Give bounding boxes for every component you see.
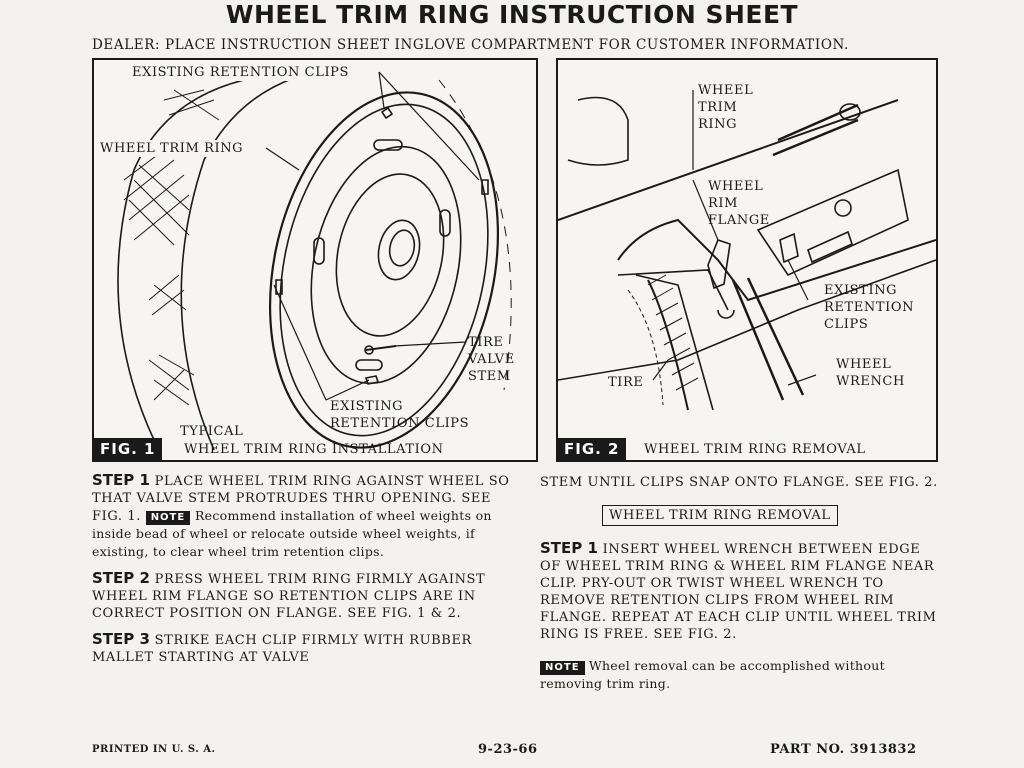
label-tire-valve-stem: TIRE VALVE STEM [468,335,515,384]
trim-ring-removal-illustration [558,90,936,411]
fig1-caption-line2: WHEEL TRIM RING INSTALLATION [184,442,444,457]
step-3-label: STEP 3 [92,630,150,648]
label-wheel-rim-flange: WHEEL RIM FLANGE [708,179,770,228]
fig1-tag: FIG. 1 [94,438,162,460]
install-step-3-continued: STEM UNTIL CLIPS SNAP ONTO FLANGE. SEE F… [540,475,938,490]
removal-heading-wrap: WHEEL TRIM RING REMOVAL [602,505,940,526]
label-wheel-wrench: WHEEL WRENCH [836,357,905,389]
sheet-title: WHEEL TRIM RING INSTRUCTION SHEET [225,0,799,29]
removal-note-text: Wheel removal can be accomplished withou… [540,658,885,691]
dealer-note: DEALER: PLACE INSTRUCTION SHEET INGLOVE … [92,37,849,53]
step-3-text: STRIKE EACH CLIP FIRMLY WITH RUBBER MALL… [92,633,472,665]
fig2-caption: WHEEL TRIM RING REMOVAL [644,442,866,457]
fig1-caption-line1: TYPICAL [180,424,244,439]
label-wheel-trim-ring-fig2: WHEEL TRIM RING [698,83,754,132]
removal-heading: WHEEL TRIM RING REMOVAL [602,505,838,526]
wheel-trim-ring-illustration [117,71,512,451]
label-existing-retention-clips-fig2: EXISTING RETENTION CLIPS [824,283,915,332]
label-wheel-trim-ring: WHEEL TRIM RING [100,140,244,157]
footer-printed: PRINTED IN U. S. A. [92,744,216,755]
step-1-label: STEP 1 [92,471,150,489]
step-2-text: PRESS WHEEL TRIM RING FIRMLY AGAINST WHE… [92,572,486,621]
step-2-label: STEP 2 [92,569,150,587]
install-step-2: STEP 2 PRESS WHEEL TRIM RING FIRMLY AGAI… [92,570,512,622]
removal-step-1-label: STEP 1 [540,539,598,557]
install-step-3: STEP 3 STRIKE EACH CLIP FIRMLY WITH RUBB… [92,631,512,666]
label-tire: TIRE [608,374,644,391]
figure-2: WHEEL TRIM RING WHEEL RIM FLANGE EXISTIN… [556,58,938,462]
footer-date: 9-23-66 [478,742,538,757]
installation-steps: STEP 1 PLACE WHEEL TRIM RING AGAINST WHE… [92,472,512,675]
footer-part-number: PART NO. 3913832 [770,742,917,757]
figure-1: EXISTING RETENTION CLIPS WHEEL TRIM RING… [92,58,538,462]
removal-note-badge: NOTE [540,661,585,675]
fig2-tag: FIG. 2 [558,438,626,460]
removal-steps: STEM UNTIL CLIPS SNAP ONTO FLANGE. SEE F… [540,474,940,701]
label-existing-retention-clips-top: EXISTING RETENTION CLIPS [132,64,350,81]
step-1-note: Recommend installation of wheel weights … [92,508,492,559]
install-step-1: STEP 1 PLACE WHEEL TRIM RING AGAINST WHE… [92,472,512,561]
step-1-text: PLACE WHEEL TRIM RING AGAINST WHEEL SO T… [92,474,510,524]
note-badge: NOTE [145,511,191,525]
removal-note: NOTE Wheel removal can be accomplished w… [540,657,940,692]
removal-step-1: STEP 1 INSERT WHEEL WRENCH BETWEEN EDGE … [540,540,940,643]
removal-step-1-text: INSERT WHEEL WRENCH BETWEEN EDGE OF WHEE… [540,542,937,642]
label-existing-retention-clips-bottom: EXISTING RETENTION CLIPS [330,399,470,431]
